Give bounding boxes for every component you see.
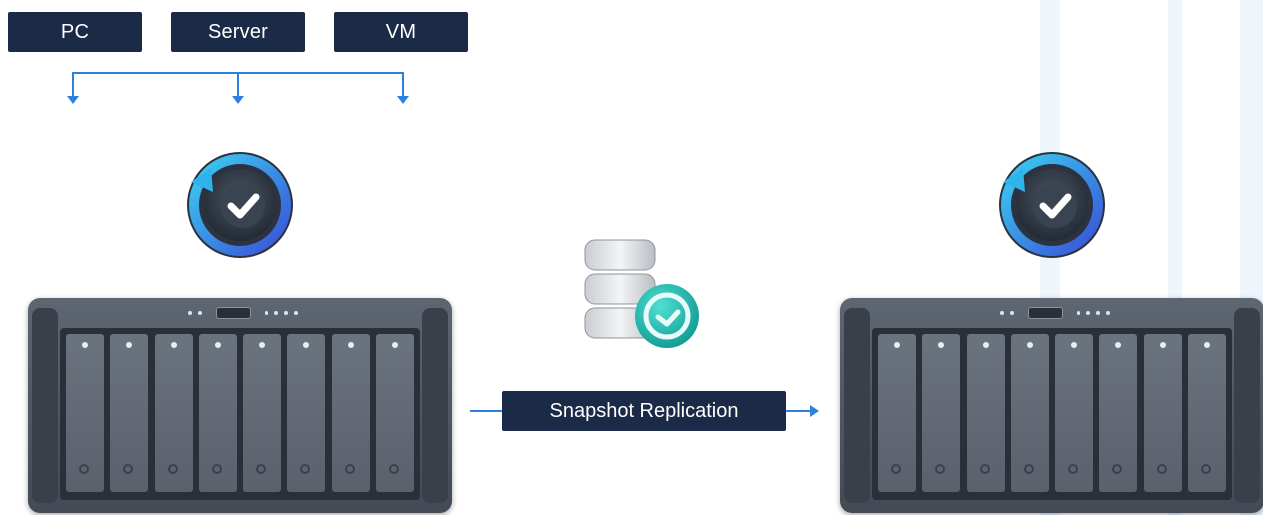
nas-status-panel (1000, 306, 1110, 320)
replication-line (786, 410, 810, 412)
nas-ear (1234, 308, 1260, 503)
source-tag-vm: VM (334, 12, 468, 52)
drive-bay (375, 334, 414, 492)
nas-ear (844, 308, 870, 503)
drive-bay (1099, 334, 1138, 492)
flow-connector (402, 72, 404, 96)
nas-status-panel (188, 306, 298, 320)
nas-display (215, 307, 251, 319)
drive-bays (60, 328, 420, 500)
status-led (1086, 311, 1091, 315)
drive-bay (1055, 334, 1094, 492)
drive-bay (198, 334, 237, 492)
source-tag-pc: PC (8, 12, 142, 52)
status-led (1096, 311, 1101, 315)
arrow-down-icon (67, 96, 79, 104)
drive-bay (154, 334, 193, 492)
arrow-right-icon (810, 405, 819, 417)
drive-bay (1143, 334, 1182, 492)
drive-bay (331, 334, 370, 492)
nas-ear (422, 308, 448, 503)
snapshot-replication-label: Snapshot Replication (502, 391, 786, 431)
drive-bay (1010, 334, 1049, 492)
drive-bay (922, 334, 961, 492)
status-led (197, 311, 202, 315)
drive-bay (110, 334, 149, 492)
nas-device-source (28, 298, 452, 513)
source-tag-server: Server (171, 12, 305, 52)
status-led (274, 311, 279, 315)
status-led (1000, 311, 1004, 315)
flow-connector (72, 72, 74, 96)
drive-bays (872, 328, 1232, 500)
backup-check-icon (183, 148, 297, 262)
drive-bay (878, 334, 916, 492)
status-led (284, 311, 289, 315)
drive-bay (66, 334, 104, 492)
replication-line (470, 410, 502, 412)
nas-ear (32, 308, 58, 503)
drive-bay (287, 334, 326, 492)
drive-bay (243, 334, 282, 492)
status-led (294, 311, 298, 315)
arrow-down-icon (232, 96, 244, 104)
status-led (188, 311, 192, 315)
arrow-down-icon (397, 96, 409, 104)
status-led (1106, 311, 1110, 315)
status-led (1009, 311, 1014, 315)
backup-check-icon (995, 148, 1109, 262)
status-led (264, 311, 269, 315)
drive-bay (966, 334, 1005, 492)
database-clock-icon (583, 236, 707, 352)
nas-device-target (840, 298, 1263, 513)
status-led (1076, 311, 1081, 315)
flow-connector (237, 72, 239, 96)
nas-display (1027, 307, 1063, 319)
drive-bay (1187, 334, 1226, 492)
